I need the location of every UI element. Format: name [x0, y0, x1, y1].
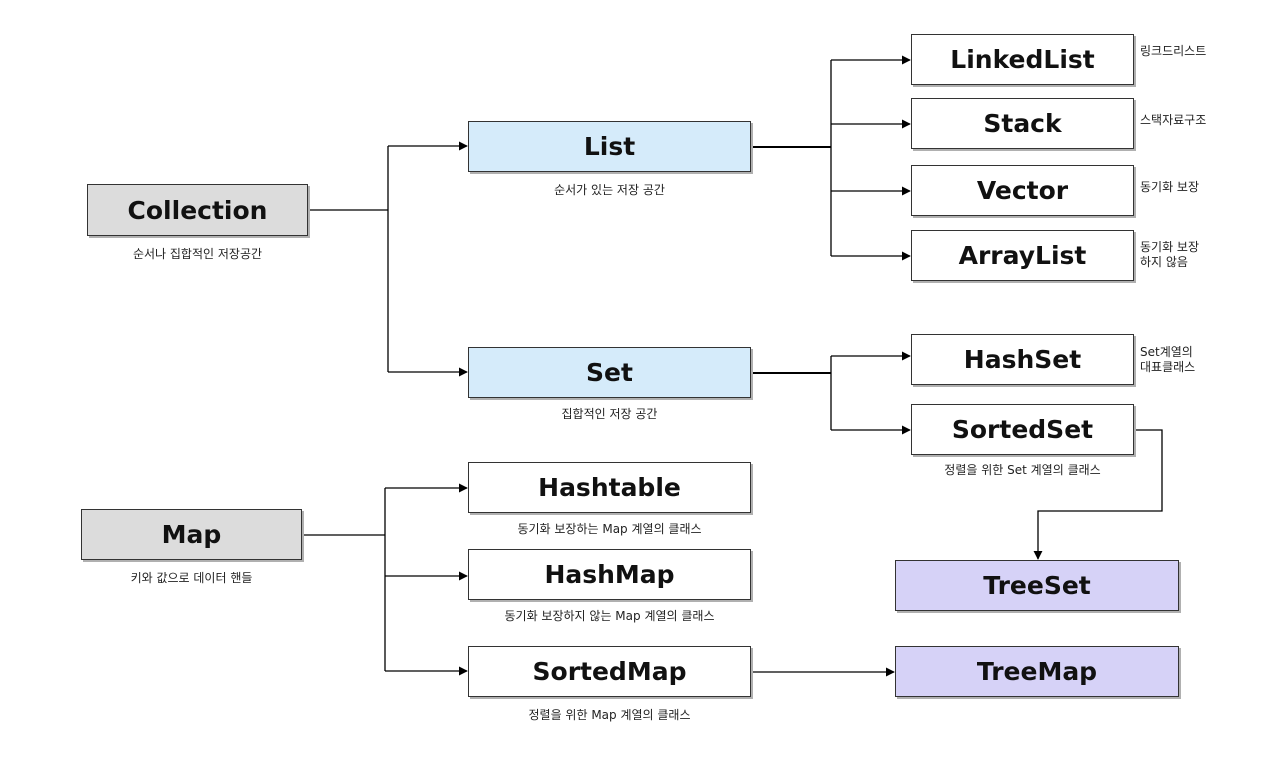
arraylist-note-line2: 하지 않음: [1140, 255, 1188, 269]
stack-note: 스택자료구조: [1140, 113, 1207, 127]
map-node: Map: [81, 509, 302, 560]
map-caption: 키와 값으로 데이터 핸들: [130, 571, 253, 585]
arraylist-node: ArrayList: [911, 230, 1134, 281]
stack-node: Stack: [911, 98, 1134, 149]
linkedlist-node: LinkedList: [911, 34, 1134, 85]
list-caption: 순서가 있는 저장 공간: [554, 183, 665, 197]
list-node: List: [468, 121, 751, 172]
hashset-node: HashSet: [911, 334, 1134, 385]
sortedmap-caption: 정렬을 위한 Map 계열의 클래스: [528, 708, 691, 722]
hashtable-node: Hashtable: [468, 462, 751, 513]
collection-caption: 순서나 집합적인 저장공간: [132, 247, 263, 261]
set-caption: 집합적인 저장 공간: [561, 407, 658, 421]
linkedlist-note: 링크드리스트: [1140, 44, 1207, 58]
sortedset-caption: 정렬을 위한 Set 계열의 클래스: [944, 463, 1101, 477]
set-node: Set: [468, 347, 751, 398]
hashset-note-line1: Set계열의: [1140, 345, 1193, 359]
collection-node: Collection: [87, 184, 308, 236]
treeset-node: TreeSet: [895, 560, 1179, 611]
vector-note: 동기화 보장: [1140, 180, 1200, 194]
hashset-note-line2: 대표클래스: [1140, 360, 1196, 374]
vector-node: Vector: [911, 165, 1134, 216]
arraylist-note-line1: 동기화 보장: [1140, 240, 1200, 254]
hashtable-caption: 동기화 보장하는 Map 계열의 클래스: [517, 522, 702, 536]
hashmap-caption: 동기화 보장하지 않는 Map 계열의 클래스: [504, 609, 715, 623]
sortedset-node: SortedSet: [911, 404, 1134, 455]
treemap-node: TreeMap: [895, 646, 1179, 697]
sortedmap-node: SortedMap: [468, 646, 751, 697]
hashmap-node: HashMap: [468, 549, 751, 600]
